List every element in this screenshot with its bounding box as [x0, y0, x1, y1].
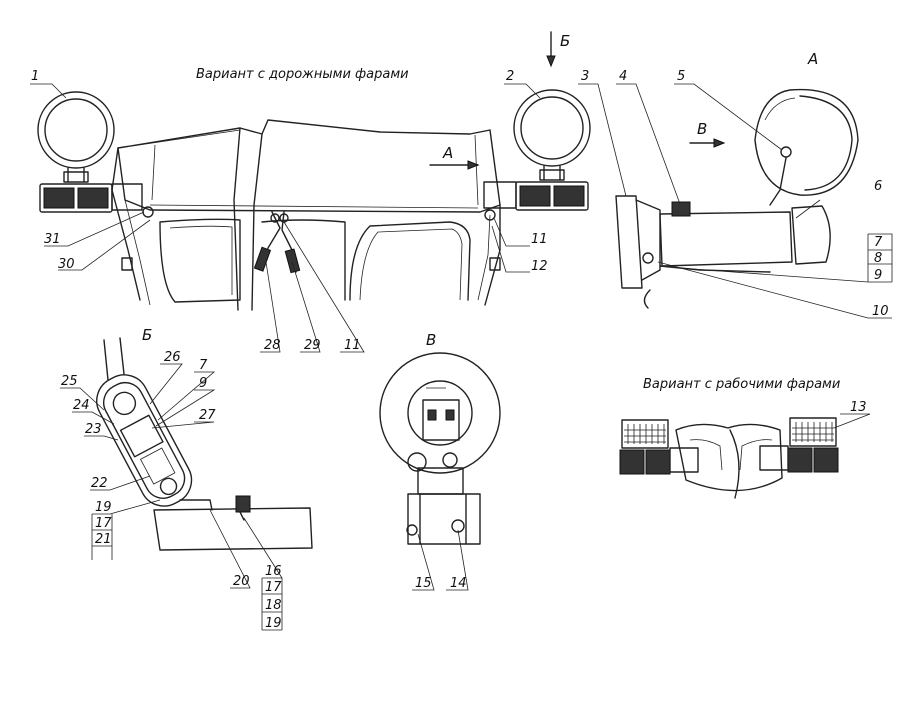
work-lights-variant: Вариант с рабочими фарами: [619, 377, 840, 499]
callout-27: 27: [199, 408, 216, 423]
callout-15: 15: [415, 576, 432, 591]
arrow-a: А: [429, 144, 480, 170]
callout-2: 2: [506, 69, 514, 84]
right-road-headlight: [513, 89, 591, 181]
callout-6: 6: [874, 179, 882, 194]
arrow-a-label: А: [442, 144, 453, 162]
callout-8: 8: [874, 251, 882, 266]
callout-11a: 11: [531, 232, 548, 247]
callout-25: 25: [61, 374, 78, 389]
cab-roof-assembly: [111, 119, 501, 311]
callout-22: 22: [91, 476, 108, 491]
callout-19b: 19: [265, 616, 282, 631]
left-road-headlight: [37, 91, 115, 183]
callout-17a: 17: [95, 516, 112, 531]
view-a-title: А: [807, 50, 818, 68]
callout-4: 4: [619, 69, 627, 84]
callout-13: 13: [850, 400, 867, 415]
callout-26: 26: [164, 350, 181, 365]
callout-12: 12: [531, 259, 548, 274]
callout-23: 23: [85, 422, 102, 437]
right-work-light-grid: [792, 422, 834, 442]
callout-9b: 9: [199, 376, 207, 391]
callout-5: 5: [677, 69, 685, 84]
callout-19a: 19: [95, 500, 112, 515]
callout-31: 31: [44, 232, 61, 247]
arrow-b-label: Б: [560, 32, 570, 50]
callout-29: 29: [304, 338, 321, 353]
callout-3: 3: [581, 69, 589, 84]
callout-24: 24: [73, 398, 90, 413]
callout-17b: 17: [265, 580, 282, 595]
view-b-title: Б: [142, 326, 152, 344]
right-rear-lamp-block: [483, 181, 589, 211]
callout-7b: 7: [199, 358, 208, 373]
left-work-light-grid: [624, 424, 666, 444]
callout-11b: 11: [344, 338, 361, 353]
callout-28: 28: [264, 338, 281, 353]
view-v-detail: В: [379, 331, 501, 545]
arrow-v-label: В: [697, 120, 707, 138]
left-rear-lamp-block: [39, 183, 143, 213]
view-a-side-detail: А В: [615, 50, 859, 309]
caption-work-lights: Вариант с рабочими фарами: [643, 377, 840, 392]
callout-14: 14: [450, 576, 467, 591]
caption-road-lights: Вариант с дорожными фарами: [196, 67, 409, 82]
arrow-b: Б: [546, 31, 570, 68]
callout-9a: 9: [874, 268, 882, 283]
leader-lines: [30, 83, 893, 631]
view-b-detail: Б: [96, 326, 313, 551]
callout-21: 21: [95, 532, 112, 547]
view-v-title: В: [426, 331, 436, 349]
callout-numbers: 1 2 3 4 5 6 7 8 9 10 11 12 31 30 28 29 1…: [31, 69, 889, 631]
callout-30: 30: [58, 257, 75, 272]
callout-10: 10: [872, 304, 889, 319]
callout-18: 18: [265, 598, 282, 613]
callout-7a: 7: [874, 235, 883, 250]
callout-20: 20: [233, 574, 250, 589]
callout-16: 16: [265, 564, 282, 579]
callout-1: 1: [31, 69, 39, 84]
